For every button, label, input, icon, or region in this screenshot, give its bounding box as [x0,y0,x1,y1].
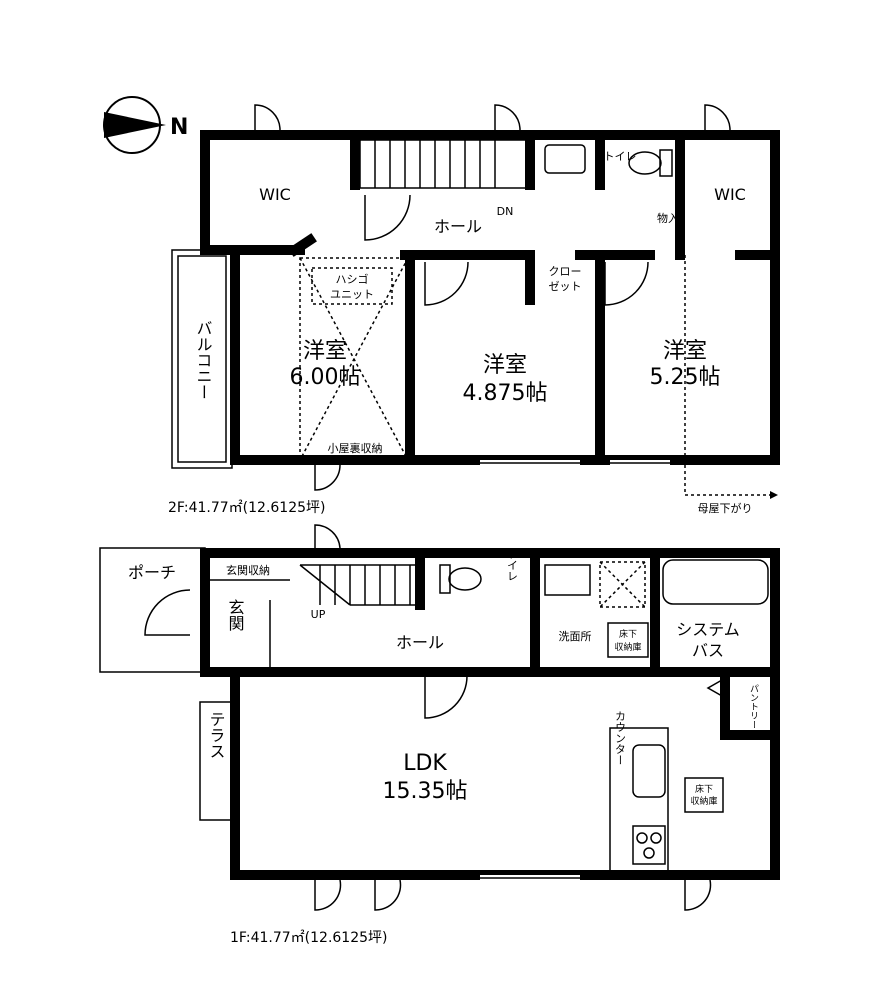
room3-size: 5.25帖 [650,365,721,390]
room2-size: 4.875帖 [463,381,548,406]
door-swing [424,261,469,306]
ldk-size: 15.35帖 [383,779,468,804]
entrance-label: 玄関 [226,599,245,632]
door-swing [374,879,402,911]
stove-icon [632,825,666,865]
door-swing [604,261,649,306]
floor2-area-label: 2F:41.77㎡(12.6125坪) [168,500,326,516]
bath-label-1: システム [676,620,740,639]
stairs-up-label: UP [311,608,326,621]
room2-name: 洋室 [483,353,527,378]
staircase [299,564,421,606]
room3-name: 洋室 [663,339,707,364]
door-swing [424,675,468,719]
room-label-washroom: 洗面所 [559,630,592,643]
door-swing [494,104,521,131]
closet-label-1: クロー [549,265,582,278]
door-swing [314,464,341,491]
floor1-area-label: 1F:41.77㎡(12.6125坪) [230,930,388,946]
compass-north-label: N [170,115,188,140]
door-swing [684,879,712,911]
floor-1-plan: ポーチ 玄関収納 玄関 UP ホール トイレ 洗面所 床下 収納庫 システム バ… [99,524,780,946]
sink-icon [544,144,586,174]
ladder-unit [311,267,393,305]
room-label-wic-right: WIC [714,185,746,204]
toilet-icon [628,149,673,177]
room-label-wic-left: WIC [259,185,291,204]
ladder-label-1: ハシゴ [336,272,369,286]
underfloor-label-1: 床下 [619,628,637,640]
door-swing [314,524,341,549]
closet-label-2: ゼット [549,280,582,293]
kitchen-underfloor-label-1: 床下 [695,783,713,795]
ladder-label-2: ユニット [330,288,374,301]
room1-size: 6.00帖 [290,365,361,390]
room-label-storage: 物入 [657,211,679,225]
underfloor-label-2: 収納庫 [614,641,641,653]
washbasin-icon [544,564,591,596]
room-label-toilet: トイレ [506,549,519,582]
toilet-icon [439,564,482,594]
kitchen-counter [609,727,669,876]
kitchen-sink-icon [632,744,666,798]
room-label-hall: ホール [434,217,482,236]
underfloor-storage-hatch [607,622,649,658]
pantry-label: パントリー [748,684,759,729]
porch-label: ポーチ [128,563,176,582]
door-swing [254,104,281,131]
room-label-toilet: トイレ [604,150,637,163]
kitchen-underfloor-label-2: 収納庫 [690,795,717,807]
floor-2-plan: WIC WIC ホール DN トイレ 物入 クロー ゼット ハシゴ ユニット バ… [168,104,780,516]
washing-machine-space [599,561,646,608]
stairs-dn-label: DN [497,205,514,218]
ldk-name: LDK [403,751,447,776]
door-swing [364,194,411,241]
room-label-hall: ホール [396,633,444,652]
roof-note: 母屋下がり [698,501,753,515]
shoe-storage-label: 玄関収納 [226,563,270,577]
door-swing [704,104,731,131]
compass-icon: N [103,96,188,154]
attic-label: 小屋裏収納 [328,441,383,455]
staircase [359,139,531,189]
counter-label: カウンター [614,710,627,765]
room1-name: 洋室 [303,339,347,364]
terrace-label: テラス [207,711,226,759]
door-swing [314,879,342,911]
balcony-label: バルコニー [194,320,213,400]
bath-label-2: バス [692,641,724,660]
bathtub-icon [662,559,769,605]
kitchen-underfloor-storage [684,777,724,813]
